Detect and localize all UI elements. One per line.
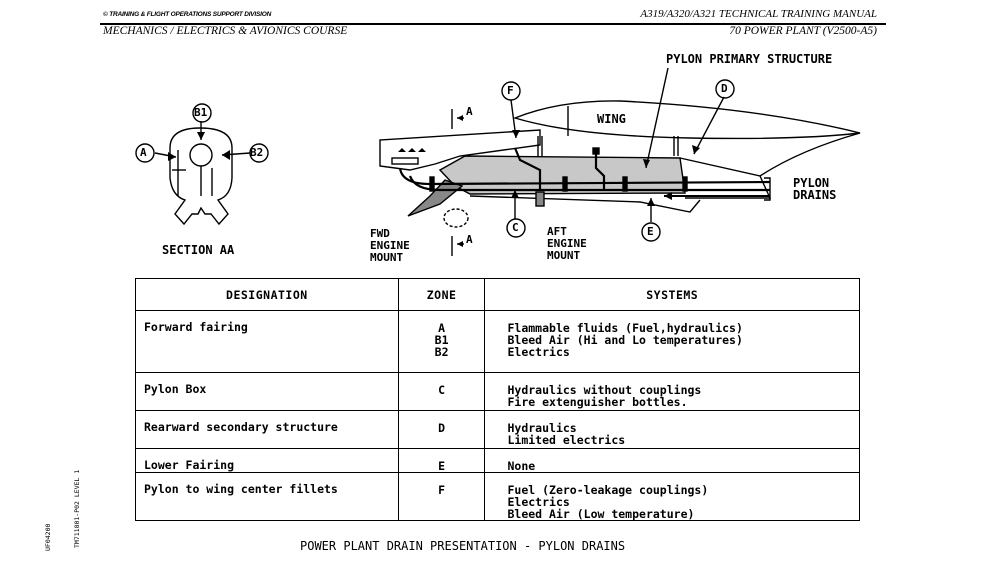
table-row: Pylon to wing center fillets F Fuel (Zero-… — [135, 472, 860, 521]
zone-b2-label: B2 — [250, 146, 264, 159]
header-rule — [100, 23, 886, 25]
rear-fairing — [679, 157, 772, 199]
side-code: UF04200 — [44, 523, 52, 551]
division-header: © TRAINING & FLIGHT OPERATIONS SUPPORT D… — [103, 11, 272, 18]
fwd-mount-label-1: FWD — [370, 227, 390, 240]
zone-text: C — [438, 383, 446, 397]
systems-text: Electrics — [507, 345, 570, 359]
systems-header: SYSTEMS — [484, 278, 860, 311]
designation-cell: Pylon to wing center fillets — [135, 472, 399, 521]
designation-text: Lower Fairing — [144, 458, 235, 472]
zone-text: D — [438, 421, 446, 435]
zone-c-marker — [506, 218, 526, 238]
zone-cell: E — [397, 448, 486, 473]
designation-cell: Forward fairing — [135, 310, 399, 373]
zone-text: F — [438, 483, 446, 497]
drain-zone-table: DESIGNATION ZONE SYSTEMS Forward fairing… — [135, 278, 860, 521]
pylon-drains-label-1: PYLON — [793, 176, 830, 190]
systems-text: Electrics — [507, 495, 570, 509]
table-row: Lower Fairing E None — [135, 448, 860, 473]
table-header-row: DESIGNATION ZONE SYSTEMS — [135, 278, 860, 311]
section-aa-title: SECTION AA — [162, 243, 235, 257]
lower-fairing — [469, 195, 701, 213]
zone-d-label: D — [721, 82, 728, 95]
zone-text: E — [438, 459, 446, 473]
zone-b2-marker — [249, 143, 269, 163]
systems-text: Limited electrics — [507, 433, 626, 447]
designation-header: DESIGNATION — [135, 278, 399, 311]
drain-line-lower — [408, 175, 770, 192]
chapter-title: 70 POWER PLANT (V2500-A5) — [729, 25, 877, 37]
zone-b1-label: B1 — [194, 106, 208, 119]
systems-text: Fuel (Zero-leakage couplings) — [507, 483, 709, 497]
designation-text: Rearward secondary structure — [144, 420, 338, 434]
systems-cell: None — [484, 448, 860, 473]
systems-text: Flammable fluids (Fuel,hydraulics) — [507, 321, 743, 335]
section-aa-duct — [189, 143, 213, 167]
zone-a-label: A — [140, 146, 147, 159]
systems-text: None — [507, 459, 536, 473]
forward-fairing — [379, 129, 541, 171]
zone-f-label: F — [507, 84, 514, 97]
designation-cell: Lower Fairing — [135, 448, 399, 473]
figure-caption: POWER PLANT DRAIN PRESENTATION - PYLON D… — [300, 539, 626, 553]
zone-d-marker — [715, 79, 735, 99]
systems-text: Hydraulics — [507, 421, 577, 435]
fwd-mount-label-2: ENGINE — [370, 239, 410, 252]
designation-text: Forward fairing — [144, 320, 248, 334]
designation-text: Pylon to wing center fillets — [144, 482, 338, 496]
section-marker-top: A — [466, 105, 473, 118]
systems-text: Bleed Air (Low temperature) — [507, 507, 695, 521]
course-title: MECHANICS / ELECTRICS & AVIONICS COURSE — [103, 25, 348, 37]
zone-cell: C — [397, 372, 486, 411]
fwd-mount-drain — [443, 208, 469, 228]
wing-outline — [512, 100, 861, 140]
zone-e-marker — [641, 222, 661, 242]
section-aa-fairing — [169, 127, 233, 178]
fwd-mount-label-3: MOUNT — [370, 251, 404, 264]
designation-cell: Rearward secondary structure — [135, 410, 399, 449]
designation-text: Pylon Box — [144, 382, 207, 396]
zone-cell: D — [397, 410, 486, 449]
pylon-primary-structure-label: PYLON PRIMARY STRUCTURE — [666, 52, 833, 66]
zone-text: B2 — [434, 345, 449, 359]
systems-text: Fire extenguisher bottles. — [507, 395, 688, 409]
pylon-drains-label-2: DRAINS — [793, 188, 837, 202]
wing-label: WING — [597, 112, 626, 126]
aft-engine-mount — [535, 191, 545, 207]
section-marker-bottom: A — [466, 233, 473, 246]
side-level-id: TM711801-P02 LEVEL 1 — [73, 469, 81, 548]
systems-text: Bleed Air (Hi and Lo temperatures) — [507, 333, 743, 347]
zone-a-marker — [135, 143, 155, 163]
designation-cell: Pylon Box — [135, 372, 399, 411]
aft-mount-label-2: ENGINE — [547, 237, 587, 250]
systems-text: Hydraulics without couplings — [507, 383, 702, 397]
aft-mount-label-1: AFT — [547, 225, 567, 238]
zone-text: B1 — [434, 333, 449, 347]
zone-b1-marker — [192, 103, 212, 123]
zone-f-marker — [501, 81, 521, 101]
manual-title: A319/A320/A321 TECHNICAL TRAINING MANUAL — [640, 8, 877, 20]
pylon-drain-diagram — [135, 67, 861, 256]
zone-header: ZONE — [397, 278, 486, 311]
section-aa-lower-body — [169, 177, 233, 226]
aft-mount-label-3: MOUNT — [547, 249, 581, 262]
zone-text: A — [438, 321, 446, 335]
zone-e-label: E — [647, 225, 654, 238]
systems-cell: Flammable fluids (Fuel,hydraulics)Bleed … — [484, 310, 860, 373]
zone-c-label: C — [512, 221, 519, 234]
zone-cell: F — [397, 472, 486, 521]
